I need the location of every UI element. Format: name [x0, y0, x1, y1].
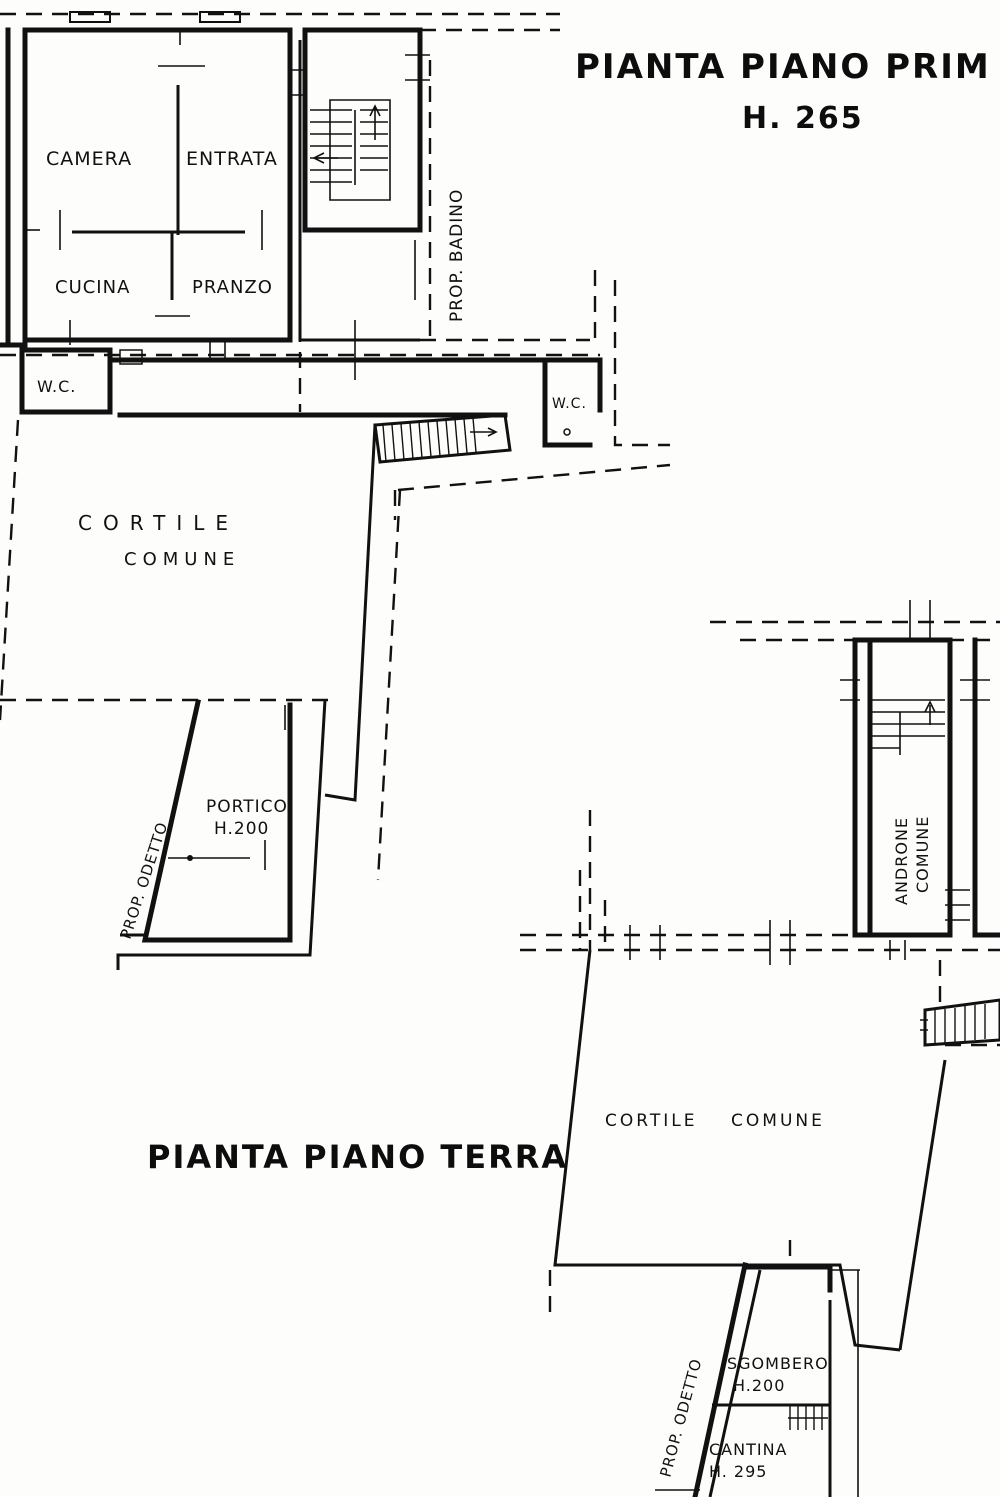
- room-label-sgombero-height: H.200: [733, 1376, 785, 1395]
- courtyard-upper-line1: CORTILE: [78, 511, 239, 535]
- first-floor-title: PIANTA PIANO PRIM: [575, 47, 991, 87]
- first-floor-plan: [0, 11, 670, 464]
- room-label-cantina: CANTINA: [709, 1440, 788, 1459]
- room-label-sgombero: SGOMBERO: [727, 1354, 829, 1373]
- room-label-wc-left: W.C.: [37, 377, 76, 396]
- courtyard-upper-line2: COMUNE: [124, 549, 240, 570]
- upper-courtyard-boundary: [0, 419, 671, 881]
- ground-floor-title: PIANTA PIANO TERRA: [147, 1138, 568, 1176]
- androne-stairs: [870, 699, 945, 755]
- room-label-androne-line2: COMUNE: [913, 816, 932, 893]
- neighbour-label-badino: PROP. BADINO: [447, 189, 467, 322]
- room-label-pranzo: PRANZO: [192, 277, 273, 298]
- plan-labels: PIANTA PIANO PRIM H. 265 CAMERA ENTRATA …: [37, 47, 991, 1481]
- room-label-portico: PORTICO: [206, 797, 288, 817]
- room-label-cantina-height: H. 295: [709, 1462, 767, 1481]
- room-label-entrata: ENTRATA: [186, 148, 278, 170]
- portico-area: [116, 699, 327, 970]
- external-stair-ground-floor: [923, 998, 1000, 1047]
- lower-courtyard: [548, 949, 1000, 1352]
- room-label-cucina: CUCINA: [55, 277, 130, 298]
- ground-floor-building: [520, 600, 1000, 1010]
- neighbour-label-odetto-upper: PROP. ODETTO: [117, 819, 172, 941]
- cantina-stairs: [788, 1405, 828, 1430]
- first-floor-stairs: [310, 99, 391, 201]
- external-stair-first-floor: [373, 413, 512, 464]
- room-label-portico-height: H.200: [214, 819, 269, 839]
- neighbour-label-odetto-lower: PROP. ODETTO: [656, 1356, 705, 1479]
- first-floor-height: H. 265: [742, 101, 864, 136]
- courtyard-lower-label: CORTILE COMUNE: [605, 1111, 825, 1131]
- room-label-androne-line1: ANDRONE: [892, 817, 911, 905]
- room-label-camera: CAMERA: [46, 148, 132, 170]
- sgombero-cantina-block: [655, 1262, 860, 1497]
- room-label-wc-right: W.C.: [552, 396, 587, 412]
